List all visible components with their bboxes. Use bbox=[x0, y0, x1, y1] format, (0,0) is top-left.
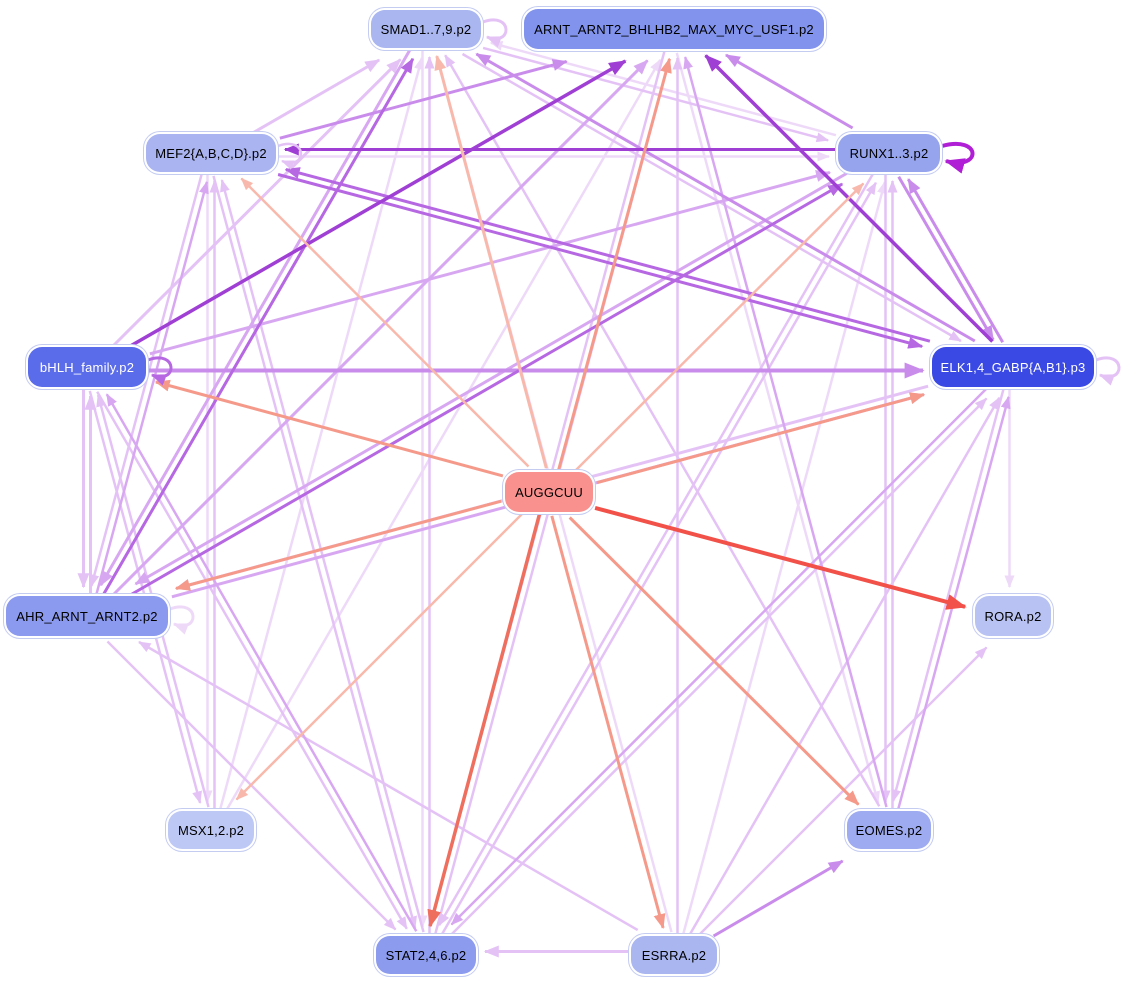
edge-smad-ahr bbox=[99, 48, 412, 587]
node-stat[interactable]: STAT2,4,6.p2 bbox=[376, 936, 476, 974]
edge-runx-arnt bbox=[724, 53, 854, 130]
node-label: RORA.p2 bbox=[984, 608, 1042, 624]
node-bhlh[interactable]: bHLH_family.p2 bbox=[28, 347, 146, 387]
node-elk[interactable]: ELK1,4_GABP{A,B1}.p3 bbox=[932, 347, 1094, 387]
edge-runx-smad bbox=[489, 40, 837, 137]
edge-elk-smad bbox=[475, 52, 976, 343]
edge-bhlh-runx bbox=[149, 170, 832, 356]
edge-bhlh-stat bbox=[96, 391, 408, 930]
node-label: ARNT_ARNT2_BHLHB2_MAX_MYC_USF1.p2 bbox=[534, 21, 814, 37]
edge-auggcuu-ahr bbox=[174, 499, 502, 591]
edge-auggcuu-elk bbox=[596, 392, 926, 485]
edge-smad-runx bbox=[482, 46, 830, 143]
node-msx[interactable]: MSX1,2.p2 bbox=[168, 811, 254, 849]
edge-auggcuu-msx bbox=[235, 511, 525, 801]
node-label: EOMES.p2 bbox=[855, 822, 923, 838]
node-label: bHLH_family.p2 bbox=[39, 359, 135, 375]
edge-auggcuu-runx bbox=[573, 182, 865, 473]
edge-msx-smad bbox=[219, 56, 424, 810]
edge-ahr-runx bbox=[127, 182, 844, 598]
edge-esrra-ahr bbox=[138, 640, 639, 932]
node-label: ESRRA.p2 bbox=[641, 947, 707, 963]
node-label: MEF2{A,B,C,D}.p2 bbox=[155, 145, 267, 161]
edge-elk-runx bbox=[907, 178, 1004, 343]
edge-mef2-arnt bbox=[279, 59, 568, 140]
node-eomes[interactable]: EOMES.p2 bbox=[847, 811, 931, 849]
edge-auggcuu-bhlh bbox=[154, 379, 504, 478]
node-label: ELK1,4_GABP{A,B1}.p3 bbox=[940, 359, 1086, 375]
node-mef2[interactable]: MEF2{A,B,C,D}.p2 bbox=[146, 134, 276, 172]
edge-auggcuu-mef2 bbox=[240, 177, 530, 468]
self-loop-runx bbox=[941, 142, 975, 174]
edge-ahr-mef2 bbox=[95, 180, 209, 595]
self-loop-ahr bbox=[169, 605, 195, 635]
node-label: AUGGCUU bbox=[515, 484, 583, 500]
self-loop-bhlh bbox=[147, 356, 173, 386]
edge-esrra-elk bbox=[688, 396, 1001, 936]
node-runx[interactable]: RUNX1..3.p2 bbox=[838, 134, 940, 172]
edge-bhlh-arnt bbox=[127, 59, 627, 349]
edge-runx-stat bbox=[438, 172, 875, 927]
edge-mef2-ahr bbox=[89, 173, 203, 588]
edge-runx-elk bbox=[897, 176, 995, 341]
node-label: RUNX1..3.p2 bbox=[849, 145, 929, 161]
edge-mef2-smad bbox=[250, 58, 381, 136]
node-auggcuu[interactable]: AUGGCUU bbox=[505, 472, 593, 512]
edge-stat-bhlh bbox=[105, 393, 418, 932]
edge-esrra-rora bbox=[697, 646, 988, 937]
self-loop-mef2 bbox=[277, 142, 303, 170]
node-label: SMAD1..7,9.p2 bbox=[380, 21, 472, 37]
edge-runx-ahr bbox=[134, 170, 850, 586]
node-label: AHR_ARNT_ARNT2.p2 bbox=[16, 608, 158, 624]
self-loop-smad bbox=[482, 18, 508, 48]
edge-auggcuu-smad bbox=[434, 54, 548, 469]
node-esrra[interactable]: ESRRA.p2 bbox=[631, 936, 717, 974]
node-label: MSX1,2.p2 bbox=[177, 822, 245, 838]
edge-auggcuu-esrra bbox=[550, 515, 666, 930]
edge-auggcuu-stat bbox=[427, 513, 542, 928]
edge-bhlh-smad bbox=[111, 58, 402, 348]
edge-esrra-eomes bbox=[712, 859, 844, 938]
edge-msx-arnt bbox=[225, 58, 662, 811]
node-smad[interactable]: SMAD1..7,9.p2 bbox=[371, 10, 481, 48]
self-loop-elk bbox=[1095, 356, 1121, 386]
node-ahr[interactable]: AHR_ARNT_ARNT2.p2 bbox=[6, 596, 168, 636]
node-arnt[interactable]: ARNT_ARNT2_BHLHB2_MAX_MYC_USF1.p2 bbox=[524, 9, 824, 49]
edge-auggcuu-rora bbox=[594, 505, 967, 610]
edge-eomes-smad bbox=[444, 54, 881, 807]
edge-auggcuu-arnt bbox=[557, 57, 672, 471]
node-rora[interactable]: RORA.p2 bbox=[975, 596, 1051, 636]
edge-elk-stat bbox=[450, 386, 989, 926]
edge-mef2-elk bbox=[277, 173, 924, 349]
edge-smad-elk bbox=[461, 52, 962, 343]
edge-auggcuu-eomes bbox=[568, 516, 860, 806]
edge-elk-mef2 bbox=[284, 167, 931, 343]
node-label: STAT2,4,6.p2 bbox=[385, 947, 467, 963]
